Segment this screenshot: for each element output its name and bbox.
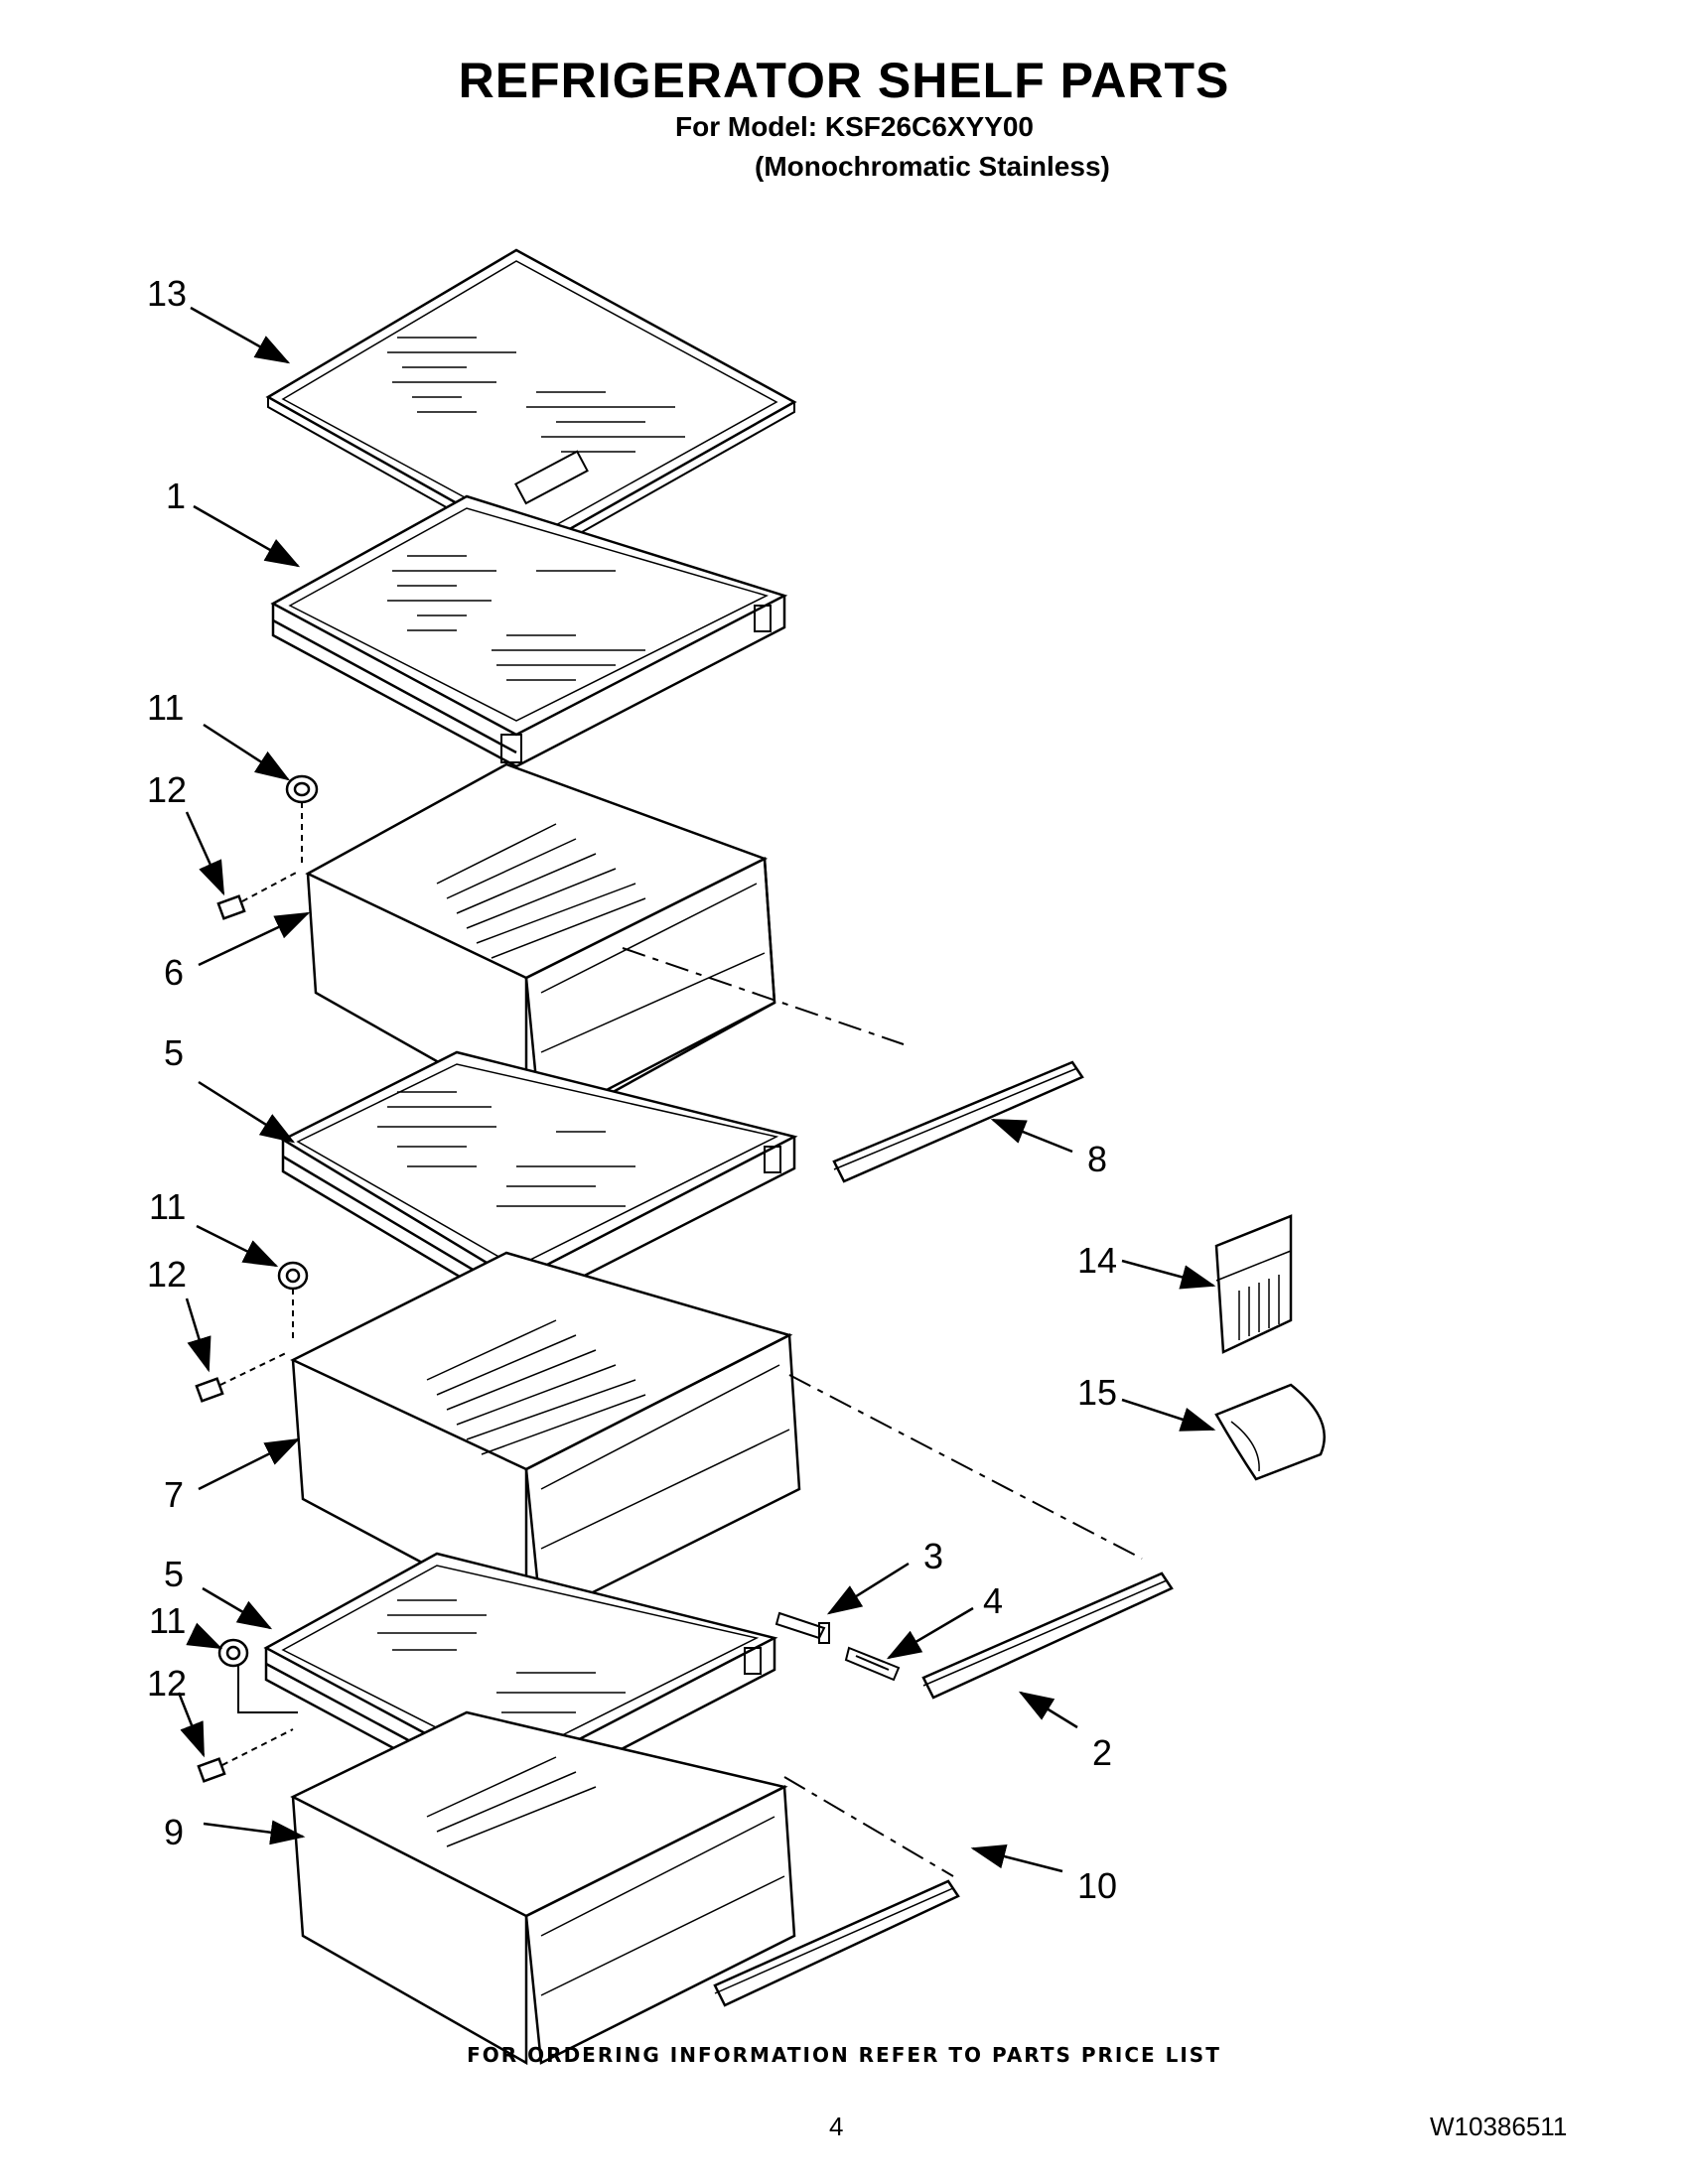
callout-9: 9: [164, 1812, 184, 1852]
part-8-rail: [832, 1060, 1084, 1183]
callout-12: 12: [147, 1663, 187, 1704]
part-4-clip: [844, 1646, 901, 1682]
part-10-rail: [713, 1879, 960, 2007]
part-11-12-upper-hardware: [216, 774, 319, 920]
callout-15: 15: [1077, 1372, 1117, 1413]
callout-10: 10: [1077, 1865, 1117, 1906]
part-2-rail: [921, 1571, 1174, 1700]
part-11-12-lower-hardware: [197, 1638, 298, 1783]
part-1-upper-shelf: [270, 494, 788, 768]
part-15-scoop: [1214, 1383, 1326, 1481]
callout-5: 5: [164, 1032, 184, 1073]
model-line: For Model: KSF26C6XYY00: [675, 111, 1034, 142]
callout-3: 3: [923, 1536, 943, 1576]
variant-line: (Monochromatic Stainless): [755, 151, 1110, 182]
part-9-lower-crisper-drawer: [290, 1710, 954, 2066]
page-title: REFRIGERATOR SHELF PARTS: [458, 53, 1230, 108]
document-number: W10386511: [1430, 2112, 1568, 2141]
part-11-12-middle-hardware: [195, 1261, 309, 1403]
callout-11: 11: [149, 1186, 186, 1227]
page-number: 4: [829, 2112, 844, 2141]
callout-14: 14: [1077, 1240, 1117, 1281]
callout-13: 13: [147, 273, 187, 314]
callout-8: 8: [1087, 1139, 1107, 1179]
callout-11: 11: [149, 1600, 186, 1641]
part-7-middle-crisper-drawer: [290, 1251, 1143, 1621]
callout-12: 12: [147, 769, 187, 810]
part-14-cover: [1214, 1214, 1293, 1354]
part-3-clip: [774, 1611, 830, 1644]
part-13-top-shelf: [265, 248, 797, 560]
callout-6: 6: [164, 952, 184, 993]
callout-7: 7: [164, 1474, 184, 1515]
callout-11: 11: [147, 687, 184, 728]
part-6-upper-crisper-drawer: [305, 762, 905, 1135]
callout-1: 1: [166, 476, 186, 516]
leader-arrows: [177, 306, 1216, 1873]
callout-4: 4: [983, 1580, 1003, 1621]
callout-2: 2: [1092, 1732, 1112, 1773]
callout-labels: 13 1 11 12 6 5 8 11 12 14 15 7 3 4 5 11 …: [147, 273, 1117, 1906]
callout-5: 5: [164, 1554, 184, 1594]
callout-12: 12: [147, 1254, 187, 1295]
ordering-info-note: FOR ORDERING INFORMATION REFER TO PARTS …: [467, 2043, 1221, 2067]
